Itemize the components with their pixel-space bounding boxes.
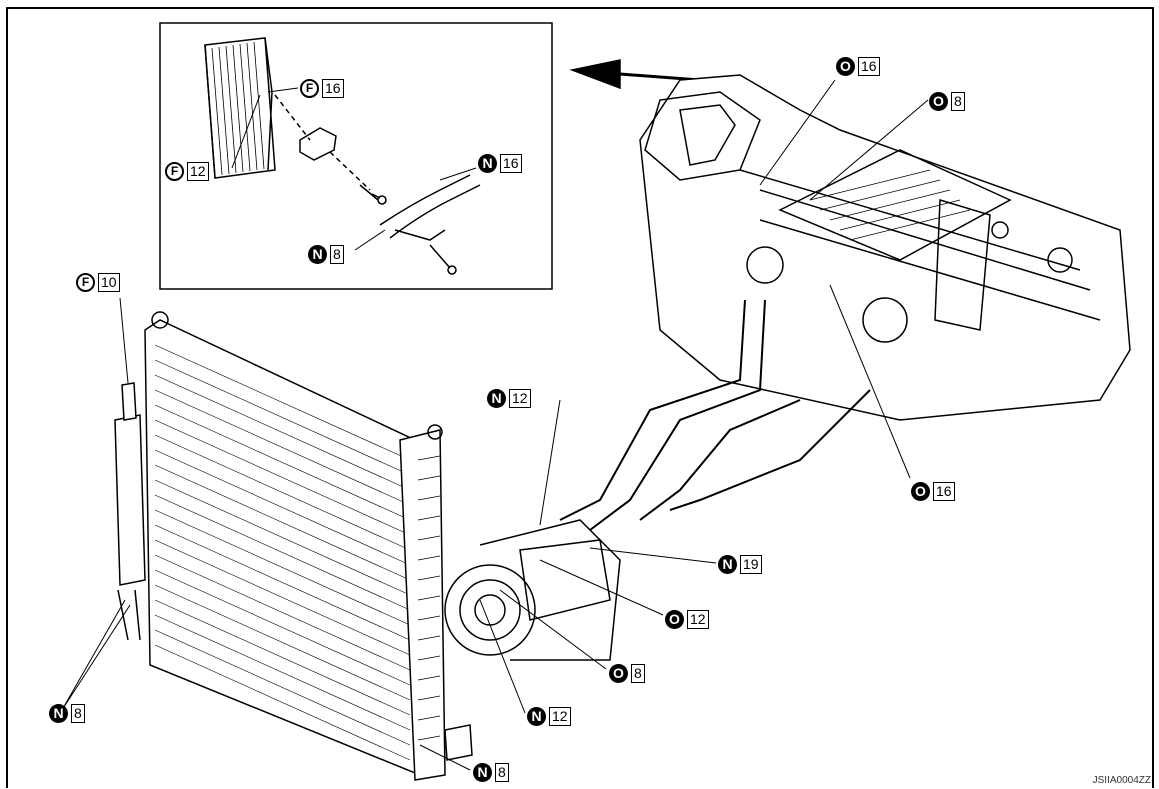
- callout-value: 10: [98, 272, 120, 292]
- symbol-badge: O: [836, 56, 855, 76]
- symbol-badge: F: [165, 161, 184, 181]
- symbol-badge: O: [929, 91, 948, 111]
- callout-o12: O 12: [665, 608, 709, 630]
- callout-value: 19: [740, 554, 762, 574]
- callout-value: 12: [549, 706, 571, 726]
- callout-o16: O 16: [836, 55, 880, 77]
- receiver-drier-drawing: [114, 382, 146, 641]
- symbol-badge: F: [300, 78, 319, 98]
- direction-arrow: [569, 59, 621, 90]
- callout-value: 12: [187, 161, 209, 181]
- callout-n12: N 12: [487, 387, 531, 409]
- callout-value: 16: [322, 78, 344, 98]
- callout-f16: F 16: [300, 77, 344, 99]
- callout-value: 8: [631, 663, 645, 683]
- symbol-badge: O: [609, 663, 628, 683]
- refrigerant-pipes: [559, 299, 871, 531]
- callout-value: 8: [71, 703, 85, 723]
- callout-value: 16: [858, 56, 880, 76]
- callout-n8: N 8: [308, 243, 344, 265]
- callout-o8: O 8: [929, 90, 965, 112]
- figure-code: JSIIA0004ZZ: [1092, 775, 1151, 786]
- callout-f10: F 10: [76, 271, 120, 293]
- heater-unit-drawing: [639, 74, 1131, 421]
- symbol-badge: N: [49, 703, 68, 723]
- leader-lines: [61, 79, 929, 771]
- symbol-badge: N: [308, 244, 327, 264]
- condenser-drawing: [144, 311, 473, 781]
- callout-value: 16: [500, 153, 522, 173]
- callout-f12: F 12: [165, 160, 209, 182]
- callout-value: 16: [933, 481, 955, 501]
- callout-value: 8: [951, 91, 965, 111]
- symbol-badge: O: [665, 609, 684, 629]
- callout-n19: N 19: [718, 553, 762, 575]
- symbol-badge: N: [718, 554, 737, 574]
- symbol-badge: N: [478, 153, 497, 173]
- clip-drawing: [274, 94, 387, 205]
- inset-pipes: [379, 174, 481, 275]
- callout-n8: N 8: [49, 702, 85, 724]
- symbol-badge: F: [76, 272, 95, 292]
- compressor-drawing: [444, 519, 621, 661]
- callout-o8: O 8: [609, 662, 645, 684]
- callout-value: 12: [687, 609, 709, 629]
- symbol-badge: O: [911, 481, 930, 501]
- callout-n8: N 8: [473, 761, 509, 783]
- diagram-frame: [6, 7, 1154, 788]
- symbol-badge: N: [473, 762, 492, 782]
- cabin-filter-drawing: [204, 37, 276, 179]
- callout-value: 8: [330, 244, 344, 264]
- callout-n16: N 16: [478, 152, 522, 174]
- callout-value: 12: [509, 388, 531, 408]
- symbol-badge: N: [527, 706, 546, 726]
- callout-o16: O 16: [911, 480, 955, 502]
- callout-value: 8: [495, 762, 509, 782]
- symbol-badge: N: [487, 388, 506, 408]
- callout-n12: N 12: [527, 705, 571, 727]
